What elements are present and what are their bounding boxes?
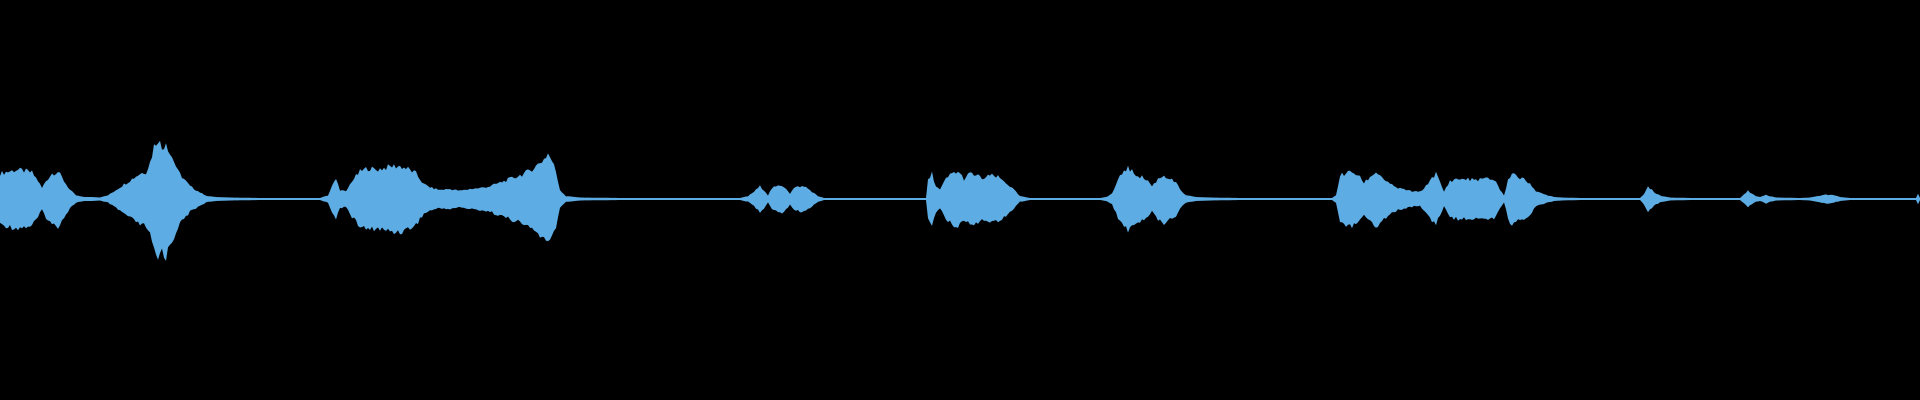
waveform-envelope	[0, 140, 1920, 261]
